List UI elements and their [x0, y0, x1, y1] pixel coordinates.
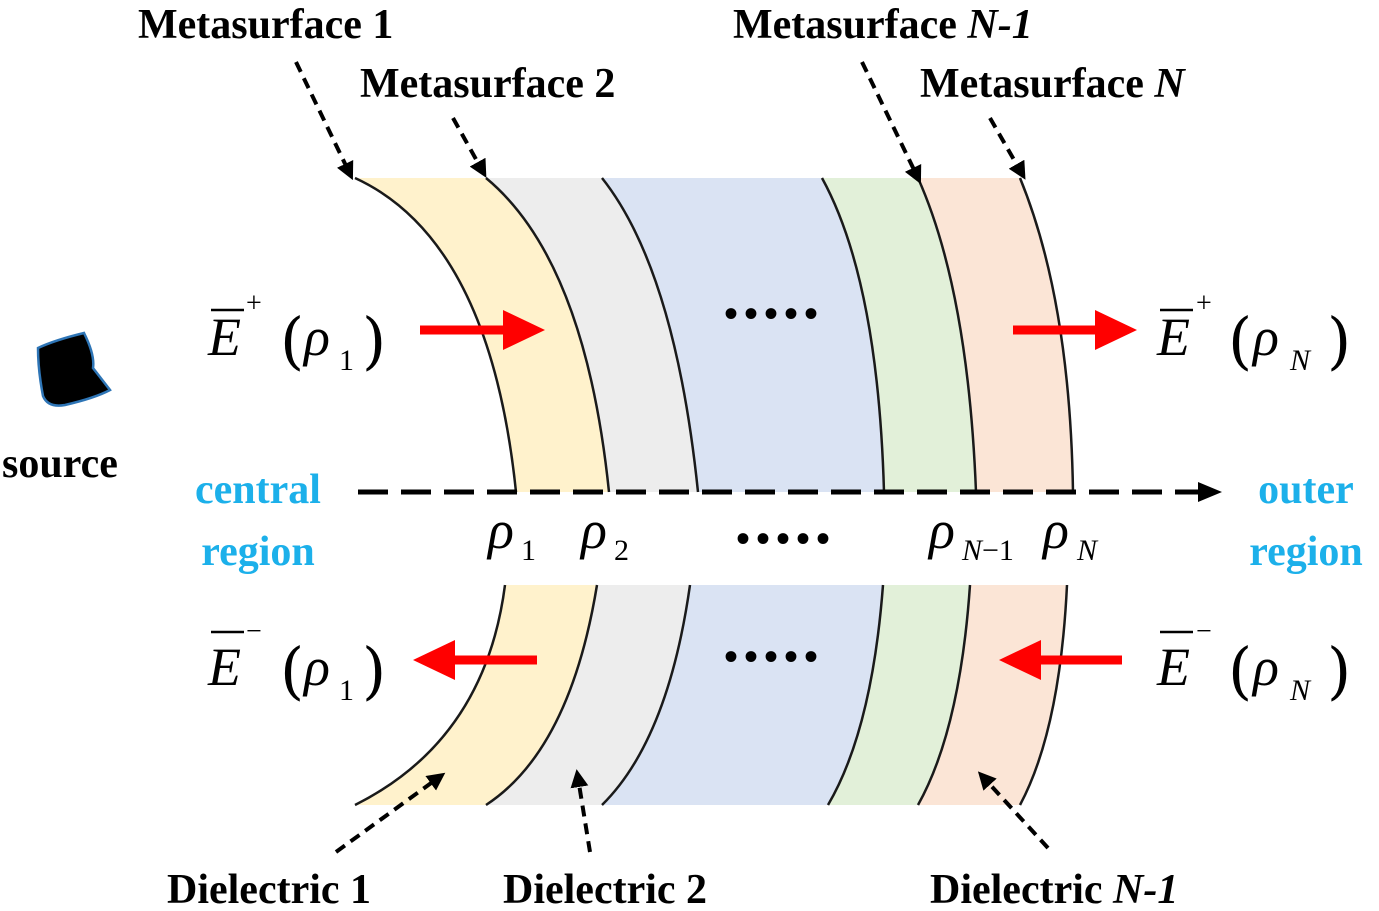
lower-boundary-n-2 [826, 584, 885, 806]
svg-text:ρ: ρ [486, 500, 514, 560]
upper-boundary-n-2 [820, 177, 886, 493]
svg-text:N: N [1289, 344, 1312, 377]
reflected-backward-arrowhead [413, 640, 455, 680]
dielectric-n-1-pointer-arrow [977, 771, 1050, 850]
svg-text:E: E [1156, 307, 1190, 367]
lower-layer-stack [354, 584, 1069, 807]
svg-text:1: 1 [339, 344, 354, 377]
lower-dielectric-n-2 [828, 585, 970, 805]
upper-boundary-metasurface-2 [485, 177, 611, 493]
radial-axis-arrowhead [1198, 482, 1222, 502]
lower-boundary-3 [601, 584, 692, 806]
radius-label-rho-2: ρ 2 [579, 500, 629, 567]
svg-text:1: 1 [521, 534, 536, 567]
svg-text:N: N [1289, 674, 1312, 707]
lower-dielectric-n-1 [918, 585, 1067, 805]
field-e-plus-rho-n: E + ( ρ N ) [1156, 288, 1351, 377]
upper-dielectric-1 [355, 178, 609, 492]
svg-text:(: ( [1228, 634, 1252, 707]
source-shape [36, 331, 112, 407]
metasurface-2-pointer-arrow [451, 117, 487, 178]
svg-text:N: N [1076, 534, 1099, 567]
field-e-minus-rho-1: E − ( ρ 1 ) [207, 616, 386, 707]
upper-dielectric-n-1 [918, 178, 1073, 492]
svg-text:ρ: ρ [927, 500, 955, 560]
upper-ellipsis: • • • • • [724, 291, 817, 336]
dielectric-2-pointer-arrow [570, 769, 592, 853]
central-region-label-line2: region [201, 529, 315, 575]
svg-text:(: ( [280, 304, 304, 377]
svg-text:ρ: ρ [302, 307, 330, 367]
svg-text:2: 2 [614, 534, 629, 567]
central-region-label-line1: central [195, 467, 321, 513]
svg-text:ρ: ρ [1041, 500, 1069, 560]
lower-boundary-metasurface-1 [354, 584, 507, 807]
svg-text:E: E [207, 307, 241, 367]
radius-label-rho-n-1: ρ N−1 [927, 500, 1014, 567]
svg-text:ρ: ρ [1251, 307, 1279, 367]
field-arrows [413, 310, 1137, 680]
upper-boundary-metasurface-n [1018, 177, 1075, 493]
lower-dielectric-middle [602, 585, 883, 805]
svg-text:−: − [1196, 616, 1212, 647]
metasurface-1-pointer-arrow [294, 61, 354, 181]
radius-label-rho-1: ρ 1 [486, 500, 536, 567]
svg-text:+: + [1196, 288, 1212, 319]
lower-ellipsis: • • • • • [724, 634, 817, 679]
lower-dielectric-1 [355, 585, 597, 805]
outer-region-label-line1: outer [1258, 467, 1354, 513]
lower-boundary-metasurface-n-1 [916, 584, 972, 806]
dielectric-1-label: Dielectric 1 [167, 867, 371, 911]
metasurface-n-1-label: Metasurface N-1 [733, 2, 1033, 48]
radius-label-rho-n: ρ N [1041, 500, 1099, 567]
dielectric-1-pointer-arrow [334, 772, 446, 854]
upper-layer-stack [354, 176, 1075, 493]
svg-text:N−1: N−1 [961, 534, 1014, 567]
lower-boundary-metasurface-n [1018, 584, 1069, 806]
svg-text:): ) [1327, 634, 1351, 707]
svg-text:(: ( [1228, 304, 1252, 377]
upper-dielectric-n-2 [822, 178, 976, 492]
svg-text:(: ( [280, 634, 304, 707]
svg-text:E: E [1156, 637, 1190, 697]
upper-boundary-metasurface-n-1 [916, 177, 978, 493]
svg-text:1: 1 [339, 674, 354, 707]
metasurface-1-label: Metasurface 1 [138, 2, 393, 48]
svg-text:): ) [362, 304, 386, 377]
svg-text:+: + [246, 288, 262, 319]
metasurface-n-label: Metasurface N [920, 61, 1186, 107]
svg-text:ρ: ρ [579, 500, 607, 560]
svg-text:−: − [246, 616, 262, 647]
source-label: source [2, 441, 118, 487]
field-e-plus-rho-1: E + ( ρ 1 ) [207, 288, 386, 377]
svg-text:): ) [1327, 304, 1351, 377]
svg-text:ρ: ρ [302, 637, 330, 697]
upper-boundary-metasurface-1 [354, 176, 518, 493]
lower-dielectric-2 [486, 585, 690, 805]
incident-forward-arrowhead [503, 310, 545, 350]
dielectric-2-label: Dielectric 2 [503, 867, 707, 911]
transmitted-forward-arrowhead [1095, 310, 1137, 350]
dielectric-n-1-label: Dielectric N-1 [930, 867, 1178, 911]
metasurface-n-1-pointer-arrow [860, 61, 922, 185]
metasurface-2-label: Metasurface 2 [360, 61, 615, 107]
svg-text:ρ: ρ [1251, 637, 1279, 697]
lower-boundary-metasurface-2 [485, 584, 599, 807]
field-e-minus-rho-n: E − ( ρ N ) [1156, 616, 1351, 707]
upper-boundary-3 [601, 177, 700, 493]
incoming-backward-arrowhead [999, 640, 1041, 680]
radial-axis [358, 482, 1222, 502]
upper-dielectric-middle [602, 178, 884, 492]
outer-region-label-line2: region [1249, 529, 1363, 575]
svg-text:): ) [362, 634, 386, 707]
axis-ellipsis: • • • • • [736, 516, 829, 561]
metasurface-n-pointer-arrow [988, 117, 1026, 180]
svg-text:E: E [207, 637, 241, 697]
